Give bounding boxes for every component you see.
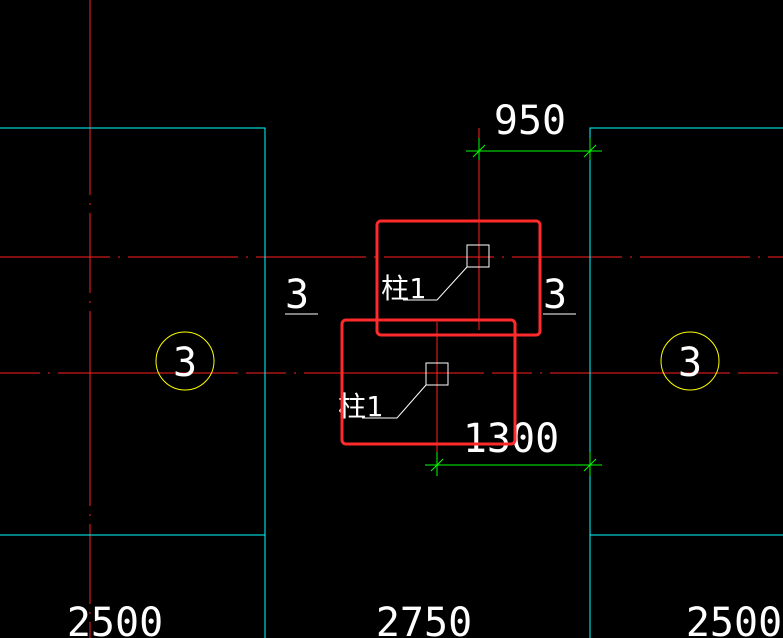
dimension-lines (425, 138, 602, 476)
dimension-text-bottom: 1300 (463, 416, 559, 462)
column-upper-leader (403, 266, 468, 301)
section-mark-right-label: 3 (543, 272, 567, 318)
dimension-text-column-right: 2500 (686, 600, 782, 638)
grid-bubble-right-label: 3 (678, 340, 702, 386)
column-lower-symbol (425, 362, 449, 386)
footing-outline-right (589, 127, 783, 536)
section-mark-left-label: 3 (285, 272, 309, 318)
section-mark-right[interactable]: 3 (543, 272, 576, 318)
dimension-text-column-left: 2500 (67, 600, 163, 638)
footing-outlines (0, 127, 783, 638)
grid-bubble-left-label: 3 (173, 340, 197, 386)
highlight-box-upper (375, 219, 542, 337)
column-upper-symbol (466, 244, 490, 268)
footing-outline-left (0, 127, 266, 536)
grid-bubble-right-circle (660, 331, 720, 391)
section-mark-left[interactable]: 3 (285, 272, 318, 318)
highlight-box-lower (340, 318, 517, 446)
grid-bubble-left[interactable]: 3 (155, 331, 215, 391)
column-lower-tag: 柱1 (338, 390, 383, 423)
column-upper-tag: 柱1 (381, 272, 426, 305)
dimension-text-column-middle: 2750 (376, 600, 472, 638)
column-lower[interactable]: 柱1 (338, 362, 449, 423)
grid-bubble-right[interactable]: 3 (660, 331, 720, 391)
dimension-text-top: 950 (494, 98, 566, 144)
column-lower-leader (362, 384, 427, 419)
grid-bubble-left-circle (155, 331, 215, 391)
column-upper[interactable]: 柱1 (381, 244, 490, 305)
